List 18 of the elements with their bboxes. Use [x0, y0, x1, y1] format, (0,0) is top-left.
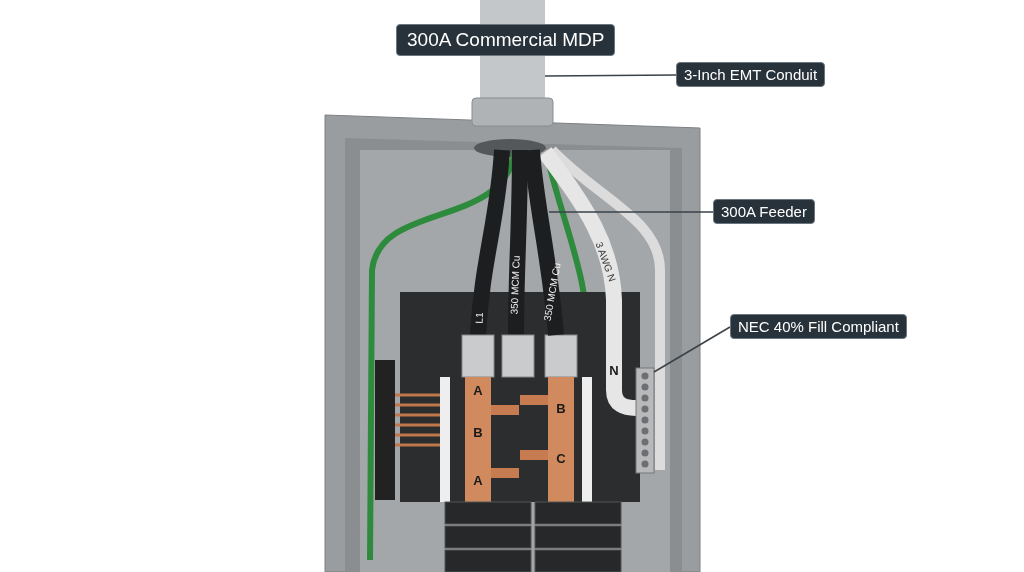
- neutral-bar: [635, 367, 655, 474]
- cable-marking: 350 MCM Cu: [541, 261, 563, 322]
- leader-line: [653, 326, 731, 373]
- neutral-label: N: [609, 363, 619, 379]
- phase-label: C: [556, 451, 566, 467]
- phase-label: A: [473, 473, 483, 489]
- feeder-cable: [524, 149, 564, 336]
- callout-label: NEC 40% Fill Compliant: [730, 314, 907, 339]
- callout-label: 3-Inch EMT Conduit: [676, 62, 826, 87]
- leader-line: [544, 74, 677, 77]
- phase-label: A: [473, 383, 483, 399]
- cable-marking: 3 AWG N: [593, 240, 619, 283]
- callout-label: 300A Feeder: [713, 199, 815, 224]
- cable-marking: L1: [473, 312, 485, 324]
- phase-label: B: [473, 425, 483, 441]
- leader-line: [548, 211, 714, 213]
- title-label: 300A Commercial MDP: [396, 24, 616, 56]
- phase-label: B: [556, 401, 566, 417]
